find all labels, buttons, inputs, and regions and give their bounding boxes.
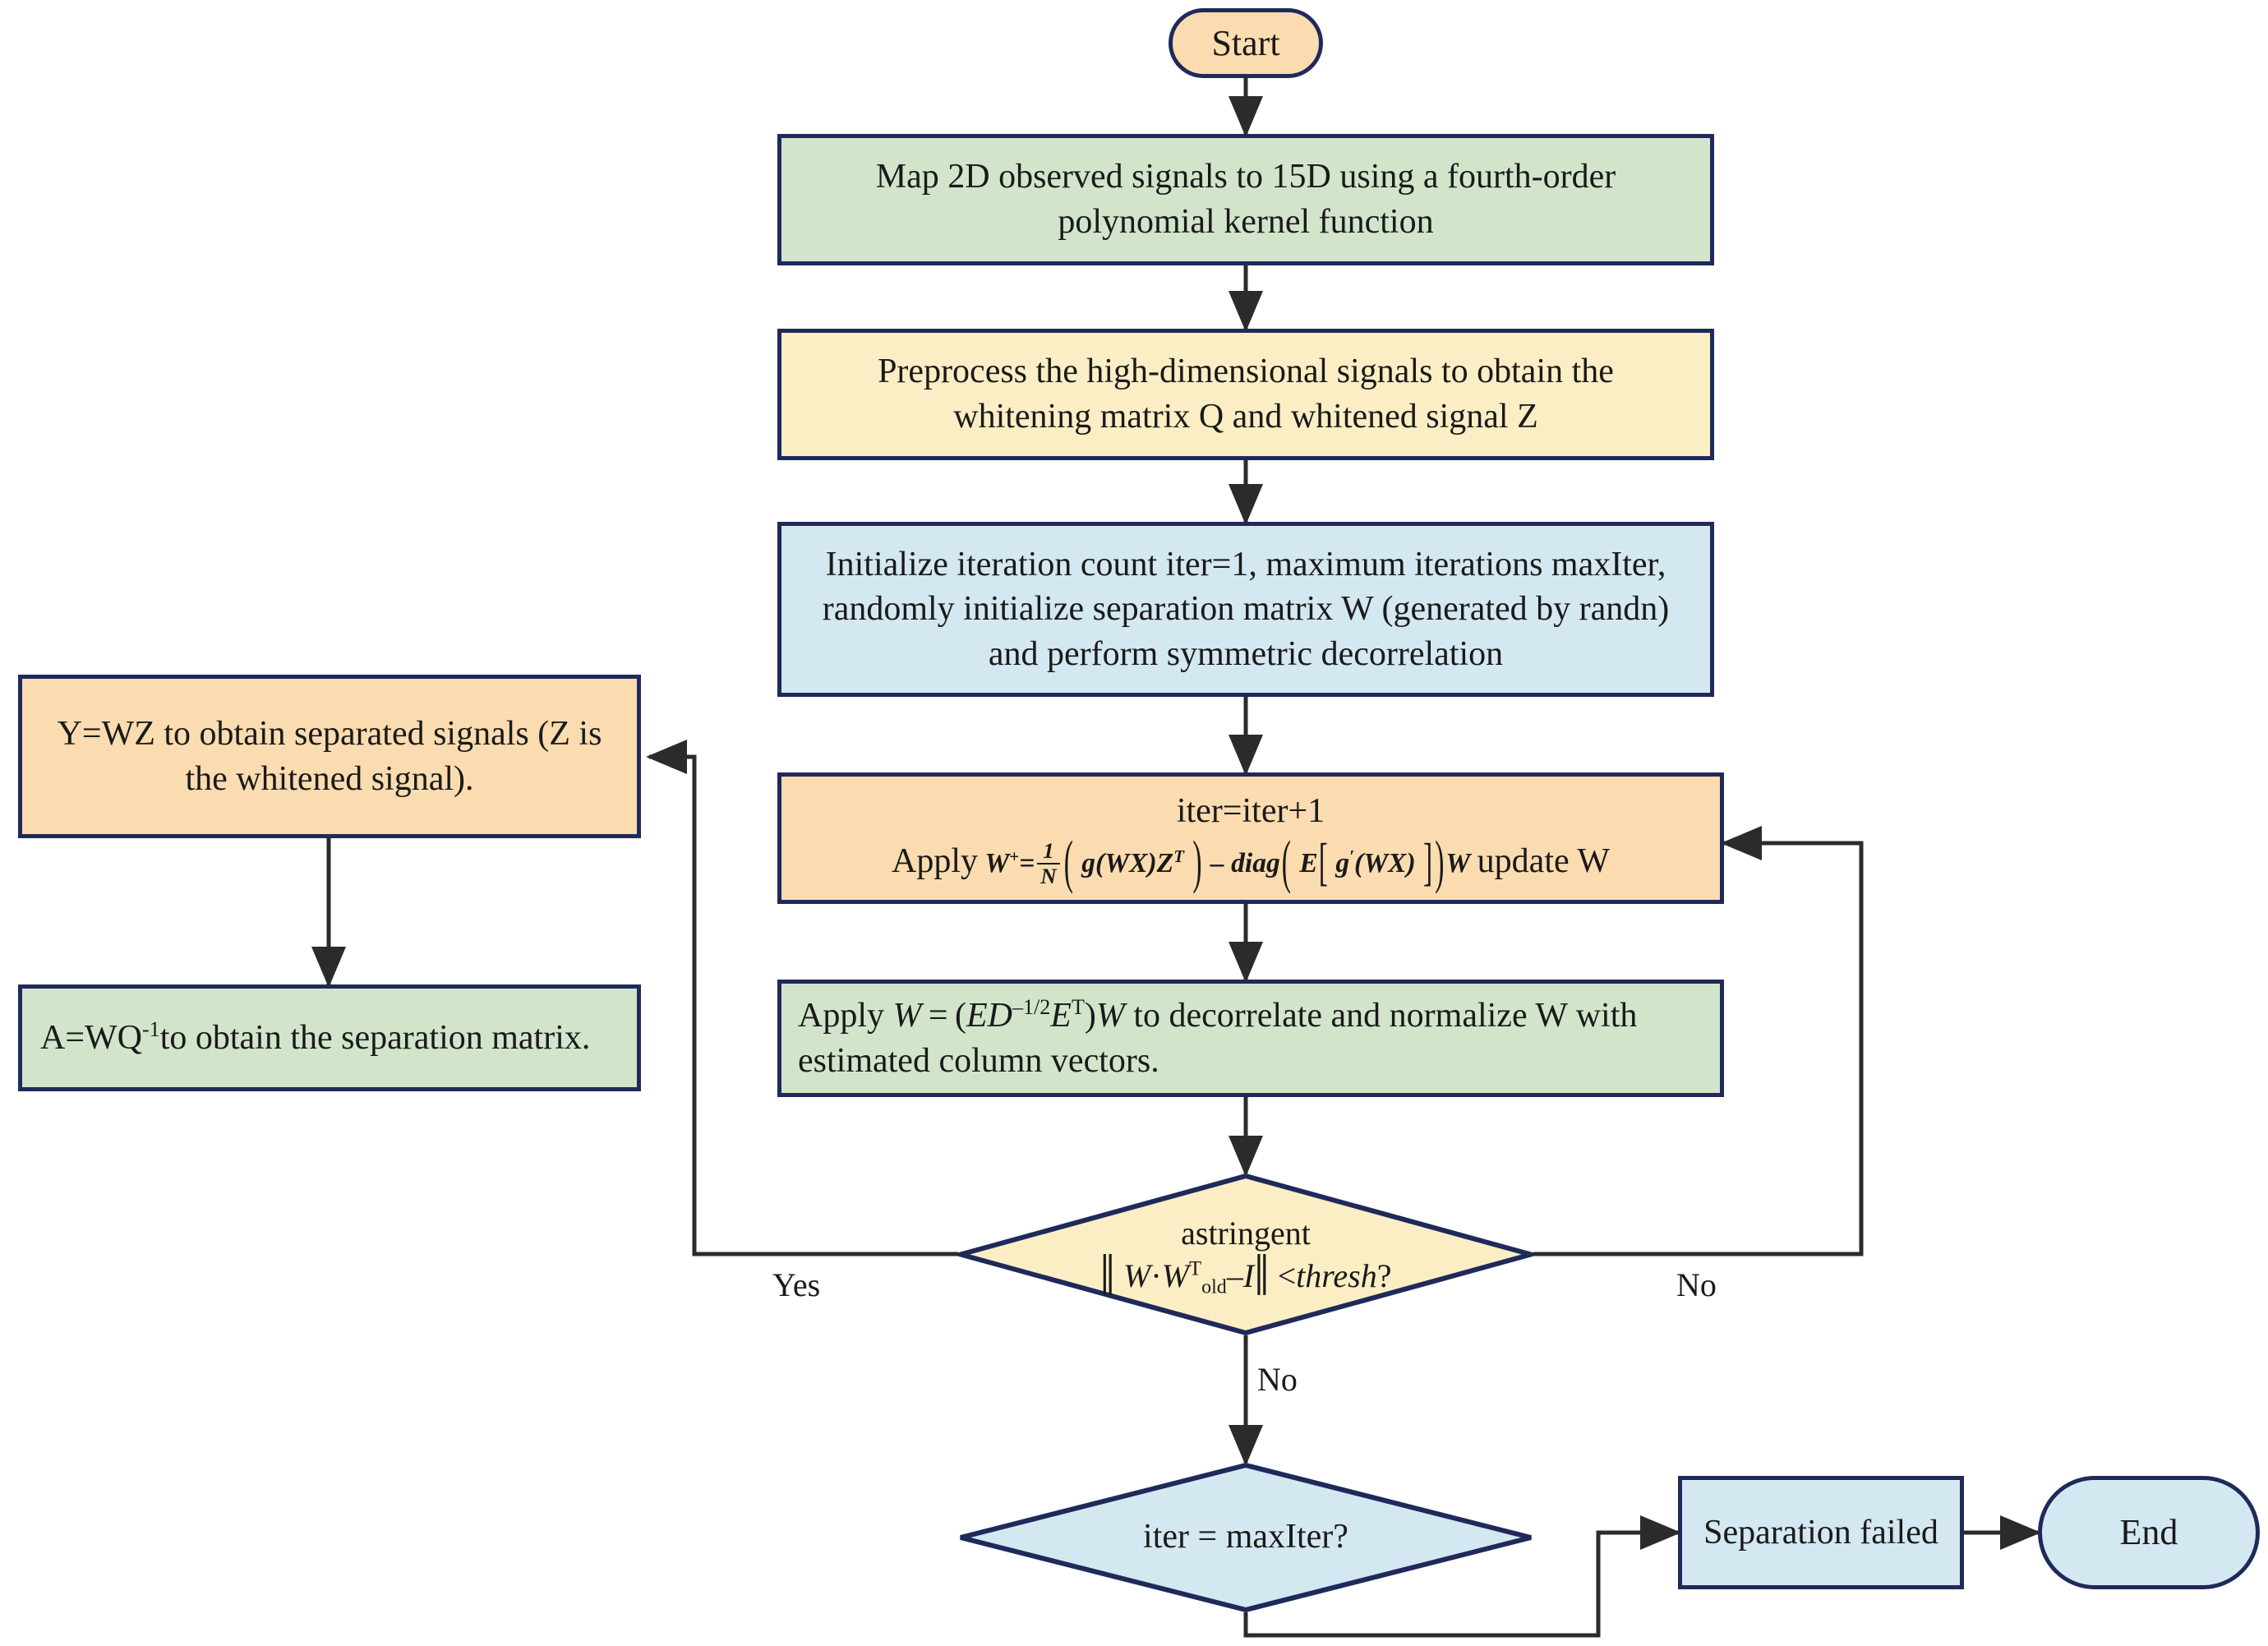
node-decorrelate-line2: estimated column vectors. <box>798 1041 1159 1080</box>
node-end-label: End <box>2119 1512 2178 1553</box>
node-decorrelate-prefix: Apply <box>798 996 884 1035</box>
edge-maxiter-to-separation-failed <box>1243 1515 1682 1638</box>
node-preprocess[interactable]: Preprocess the high-dimensional signals … <box>777 329 1714 460</box>
node-update-w-formula-suffix: update W <box>1477 841 1611 880</box>
node-initialize-line2: randomly initialize separation matrix W … <box>822 590 1670 629</box>
node-update-w-line1: iter=iter+1 <box>1176 791 1325 830</box>
node-separated-signals-line1: Y=WZ to obtain separated signals (Z is <box>57 714 602 753</box>
node-decorrelate[interactable]: Apply W = (ED–1/2ET)W to decorrelate and… <box>777 980 1724 1097</box>
node-update-w-formula-prefix: Apply <box>891 841 978 880</box>
node-separation-failed[interactable]: Separation failed <box>1678 1476 1964 1589</box>
diamond-shape-maxiter <box>960 1463 1532 1612</box>
edge-label-converged-yes: Yes <box>772 1266 821 1303</box>
node-initialize-text: Initialize iteration count iter=1, maxim… <box>793 542 1699 677</box>
node-decorrelate-text: Apply W = (ED–1/2ET)W to decorrelate and… <box>798 994 1708 1083</box>
node-converged-decision[interactable]: astringent ∥ W·WTold–I∥ <thresh? <box>958 1173 1533 1335</box>
node-map-signals-text: Map 2D observed signals to 15D using a f… <box>793 154 1699 244</box>
node-start[interactable]: Start <box>1169 8 1323 78</box>
node-preprocess-text: Preprocess the high-dimensional signals … <box>793 349 1699 439</box>
node-converged-formula: ∥ W·WTold–I∥ <thresh? <box>1099 1250 1392 1301</box>
node-max-iter-decision[interactable]: iter = maxIter? <box>958 1463 1533 1612</box>
node-map-signals-line2: polynomial kernel function <box>1058 203 1434 241</box>
diamond-shape-converged <box>958 1173 1533 1335</box>
edge-converged-no-loop-to-updatew <box>1533 825 1864 1256</box>
node-separated-signals-text: Y=WZ to obtain separated signals (Z is t… <box>34 712 625 801</box>
edge-converged-yes-to-separated <box>645 739 958 1256</box>
node-converged-line1: astringent <box>1181 1215 1311 1252</box>
node-separation-matrix[interactable]: A=WQ-1to obtain the separation matrix. <box>18 984 641 1091</box>
node-decorrelate-formula: W = (ED–1/2ET)W <box>892 994 1125 1035</box>
node-separation-matrix-prefix: A=WQ <box>40 1018 142 1057</box>
node-preprocess-line2: whitening matrix Q and whitened signal Z <box>953 398 1538 436</box>
node-map-signals-line1: Map 2D observed signals to 15D using a f… <box>875 158 1616 196</box>
node-separation-matrix-text: A=WQ-1to obtain the separation matrix. <box>40 1016 625 1061</box>
node-converged-label: astringent ∥ W·WTold–I∥ <thresh? <box>1067 1212 1425 1301</box>
node-map-signals[interactable]: Map 2D observed signals to 15D using a f… <box>777 134 1714 265</box>
node-separation-matrix-suffix: to obtain the separation matrix. <box>159 1018 591 1057</box>
edge-label-converged-no-right: No <box>1676 1266 1717 1303</box>
node-separation-failed-label: Separation failed <box>1703 1513 1938 1551</box>
edge-label-converged-no-down: No <box>1257 1361 1298 1398</box>
node-decorrelate-suffix: to decorrelate and normalize W with <box>1133 996 1638 1035</box>
node-preprocess-line1: Preprocess the high-dimensional signals … <box>878 353 1614 391</box>
node-start-label: Start <box>1211 22 1280 63</box>
node-separated-signals-line2: the whitened signal). <box>185 759 474 798</box>
node-separated-signals[interactable]: Y=WZ to obtain separated signals (Z is t… <box>18 675 641 838</box>
node-max-iter-label: iter = maxIter? <box>1143 1518 1348 1556</box>
node-end[interactable]: End <box>2038 1476 2260 1589</box>
node-initialize-line3: and perform symmetric decorrelation <box>988 634 1504 673</box>
node-initialize[interactable]: Initialize iteration count iter=1, maxim… <box>777 522 1714 697</box>
node-initialize-line1: Initialize iteration count iter=1, maxim… <box>825 545 1666 583</box>
node-separation-matrix-exponent: -1 <box>142 1017 160 1041</box>
